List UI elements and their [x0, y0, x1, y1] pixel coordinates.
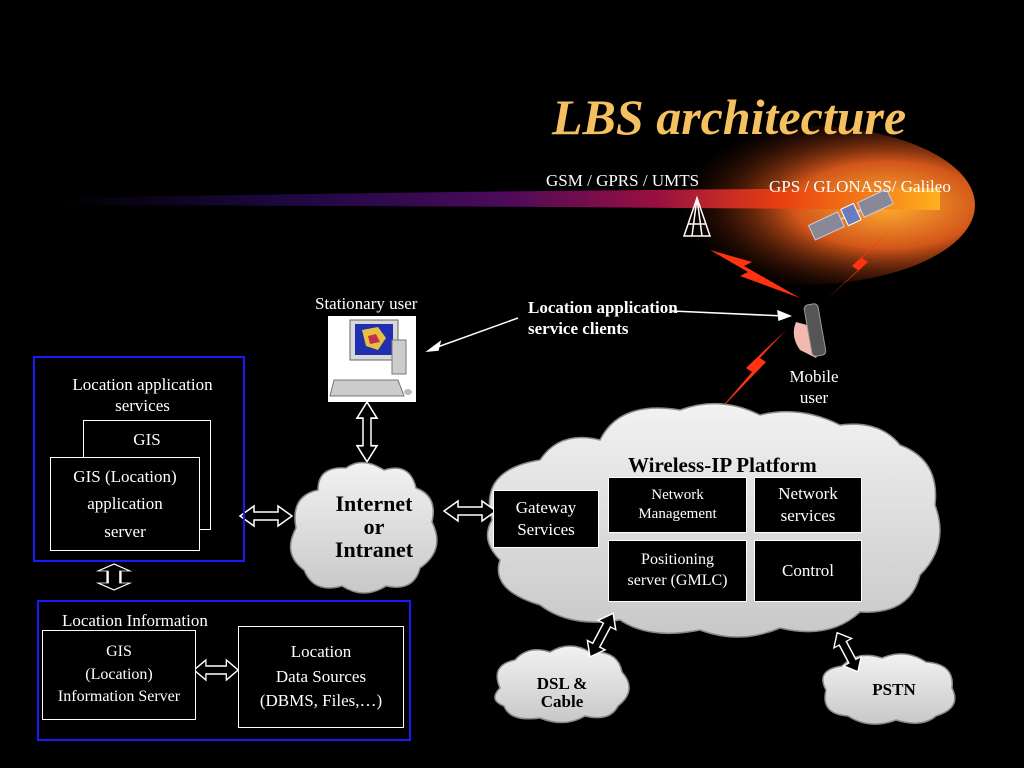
- signal-beam: [60, 188, 940, 210]
- positioning-server-box: Positioning server (GMLC): [608, 540, 747, 602]
- double-arrow-icon: [443, 500, 497, 522]
- computer-icon: [328, 316, 416, 402]
- wireless-platform-title: Wireless-IP Platform: [628, 453, 817, 477]
- connector-arrows: [425, 309, 793, 353]
- gis-application-server-box: GIS (Location) application server: [50, 457, 200, 551]
- location-information-frame: [37, 600, 411, 741]
- satellite-icon: [807, 188, 894, 241]
- gateway-services-box: Gateway Services: [493, 490, 599, 548]
- gps-label: GPS / GLONASS/ Galileo: [769, 177, 951, 196]
- dsl-cable-label: DSL & Cable: [536, 674, 588, 711]
- dsl-cloud: [494, 645, 630, 724]
- clients-label: Location application service clients: [528, 298, 678, 339]
- lightning-icon: [710, 232, 888, 414]
- network-services-box: Network services: [754, 477, 862, 533]
- stationary-user-label: Stationary user: [315, 294, 418, 313]
- double-arrow-icon: [96, 562, 132, 592]
- network-management-box: Network Management: [608, 477, 747, 533]
- pstn-label: PSTN: [872, 680, 916, 699]
- internet-cloud: [289, 461, 438, 594]
- gsm-label: GSM / GPRS / UMTS: [546, 171, 700, 190]
- location-data-sources-box: Location Data Sources (DBMS, Files,…): [238, 626, 404, 728]
- page-title: LBS architecture: [552, 89, 907, 145]
- double-arrow-icon: [356, 401, 378, 463]
- gis-information-server-box: GIS (Location) Information Server: [42, 630, 196, 720]
- location-information-heading: Location Information: [62, 611, 208, 630]
- app-services-frame: [33, 356, 245, 562]
- double-arrow-icon: [239, 505, 293, 527]
- mobile-user-label: Mobile user: [789, 367, 839, 408]
- mobile-phone-icon: [793, 303, 827, 358]
- antenna-tower-icon: [682, 195, 712, 237]
- internet-label: Internet or Intranet: [334, 491, 414, 563]
- app-services-heading: Location application services: [72, 375, 213, 416]
- control-box: Control: [754, 540, 862, 602]
